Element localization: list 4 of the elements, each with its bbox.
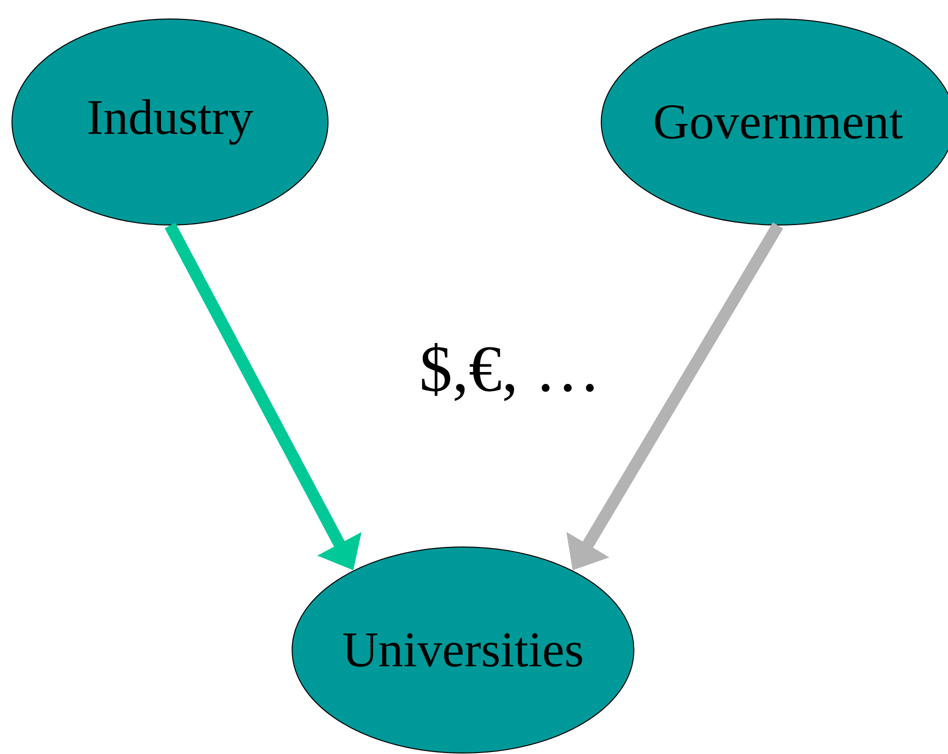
ellipse-node: Universities: [292, 546, 634, 754]
currency-label: $,€, …: [422, 343, 594, 401]
ellipse-node: Government: [600, 18, 948, 226]
ellipse-node: Industry: [12, 18, 328, 226]
